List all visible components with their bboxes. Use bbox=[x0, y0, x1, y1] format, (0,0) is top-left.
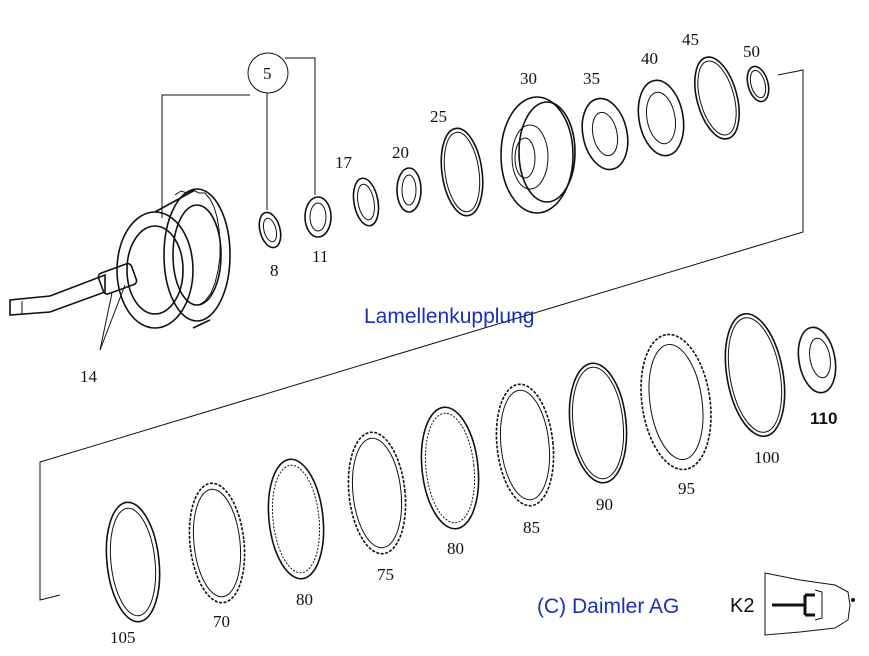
assembly-frame bbox=[39, 57, 804, 601]
label-80-upper: 80 bbox=[447, 539, 464, 558]
part-45-snap-ring bbox=[694, 56, 740, 140]
label-100: 100 bbox=[754, 448, 780, 467]
part-30-piston bbox=[500, 96, 574, 214]
part-25-snap-ring bbox=[440, 127, 484, 217]
label-45: 45 bbox=[682, 30, 699, 49]
label-5: 5 bbox=[263, 64, 272, 83]
label-75: 75 bbox=[377, 565, 394, 584]
label-30: 30 bbox=[520, 69, 537, 88]
label-70: 70 bbox=[213, 612, 230, 631]
label-40: 40 bbox=[641, 49, 658, 68]
part-75-disc bbox=[347, 431, 407, 555]
label-110: 110 bbox=[810, 409, 837, 428]
part-labels: 5 8 11 14 17 20 25 30 35 40 45 50 70 75 … bbox=[80, 30, 837, 647]
part-110-washer bbox=[797, 326, 837, 394]
part-80b-disc bbox=[420, 406, 480, 530]
part-80a-disc bbox=[267, 458, 325, 580]
label-85: 85 bbox=[523, 518, 540, 537]
label-20: 20 bbox=[392, 143, 409, 162]
label-14: 14 bbox=[80, 367, 98, 386]
part-70-disc bbox=[188, 482, 246, 604]
part-50-ring bbox=[746, 65, 770, 103]
part-8-ring bbox=[258, 211, 282, 249]
label-105: 105 bbox=[110, 628, 136, 647]
upper-row-parts bbox=[258, 56, 770, 249]
part-90-snap-ring bbox=[568, 362, 628, 484]
part-105-disc bbox=[105, 501, 161, 623]
label-50: 50 bbox=[743, 42, 760, 61]
label-95: 95 bbox=[678, 479, 695, 498]
label-11: 11 bbox=[312, 247, 328, 266]
label-35: 35 bbox=[583, 69, 600, 88]
part-20-bearing bbox=[396, 167, 422, 213]
transmission-k2-icon: K2 bbox=[730, 572, 855, 636]
label-25: 25 bbox=[430, 107, 447, 126]
diagram-title: Lamellenkupplung bbox=[364, 305, 534, 328]
part-17-ring bbox=[352, 177, 380, 227]
lower-row-discs bbox=[105, 312, 837, 623]
callout-circle-5 bbox=[247, 52, 289, 94]
part-35-spring-plate bbox=[581, 97, 629, 171]
k2-label: K2 bbox=[730, 595, 754, 617]
part-95-gear-ring bbox=[640, 333, 712, 471]
copyright-notice: (C) Daimler AG bbox=[537, 595, 679, 618]
part-100-ring bbox=[724, 312, 786, 438]
part-85-disc bbox=[495, 383, 555, 507]
label-17: 17 bbox=[335, 153, 353, 172]
label-8: 8 bbox=[270, 261, 279, 280]
part-40-seal bbox=[637, 79, 685, 157]
label-80-lower: 80 bbox=[296, 590, 313, 609]
input-shaft-drum bbox=[9, 188, 231, 351]
label-90: 90 bbox=[596, 495, 613, 514]
part-11-bearing bbox=[304, 196, 332, 238]
